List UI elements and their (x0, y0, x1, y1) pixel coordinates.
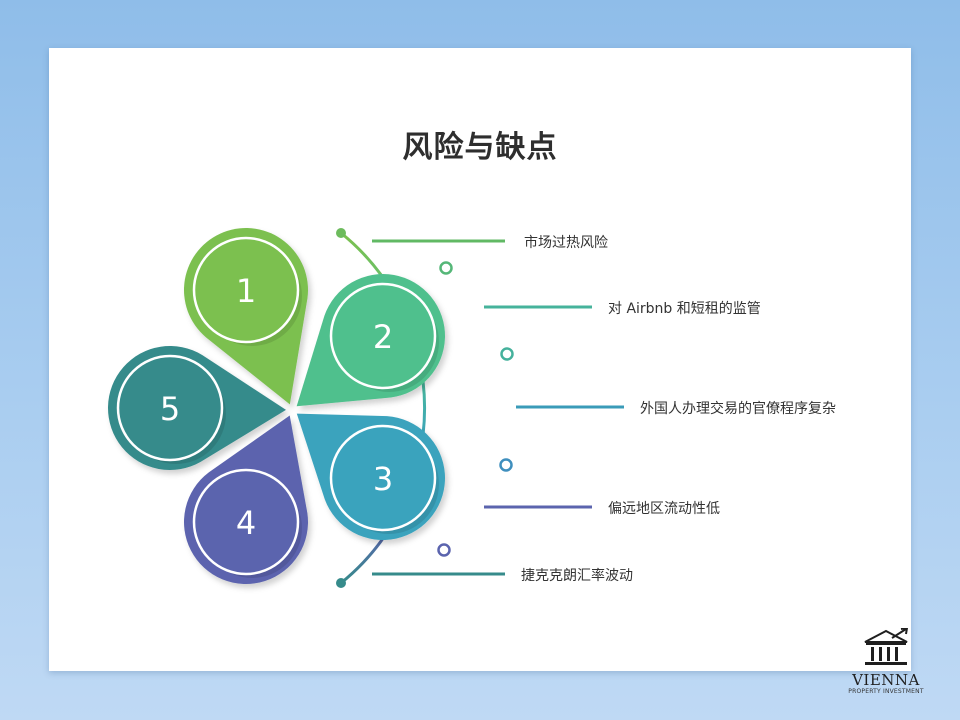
petal-ring-3 (329, 424, 437, 532)
item-label-4: 偏远地区流动性低 (608, 501, 720, 517)
petal-number-2: 2 (373, 318, 393, 356)
arc-marker-1 (439, 261, 453, 275)
item-label-3: 外国人办理交易的官僚程序复杂 (640, 401, 836, 417)
petal-ring-4 (192, 468, 300, 576)
petal-1: 1 (184, 227, 308, 405)
arc-marker-4 (437, 543, 451, 557)
slide-title: 风险与缺点 (402, 130, 558, 165)
item-label-2: 对 Airbnb 和短租的监管 (608, 301, 761, 317)
vienna-logo: VIENNA PROPERTY INVESTMENT (844, 626, 928, 696)
petal-5: 5 (108, 346, 287, 470)
item-label-5: 捷克克朗汇率波动 (521, 568, 633, 584)
petal-number-4: 4 (236, 504, 256, 542)
petal-ring-2 (329, 282, 437, 390)
arc-end-dot (336, 578, 346, 588)
petal-4: 4 (183, 415, 309, 584)
logo-name: VIENNA (852, 671, 920, 689)
arc-start-dot (336, 228, 346, 238)
arc-marker-3 (499, 458, 513, 472)
petal-number-1: 1 (236, 272, 256, 310)
logo-subtitle: PROPERTY INVESTMENT (848, 688, 924, 695)
building-icon (864, 626, 909, 665)
petal-number-5: 5 (160, 390, 180, 428)
petal-2: 2 (296, 274, 445, 407)
petal-ring-5 (116, 354, 224, 462)
petal-3: 3 (296, 413, 445, 540)
petal-number-3: 3 (373, 460, 393, 498)
arc-marker-2 (500, 347, 514, 361)
item-label-1: 市场过热风险 (524, 235, 608, 251)
petal-ring-1 (192, 236, 300, 344)
